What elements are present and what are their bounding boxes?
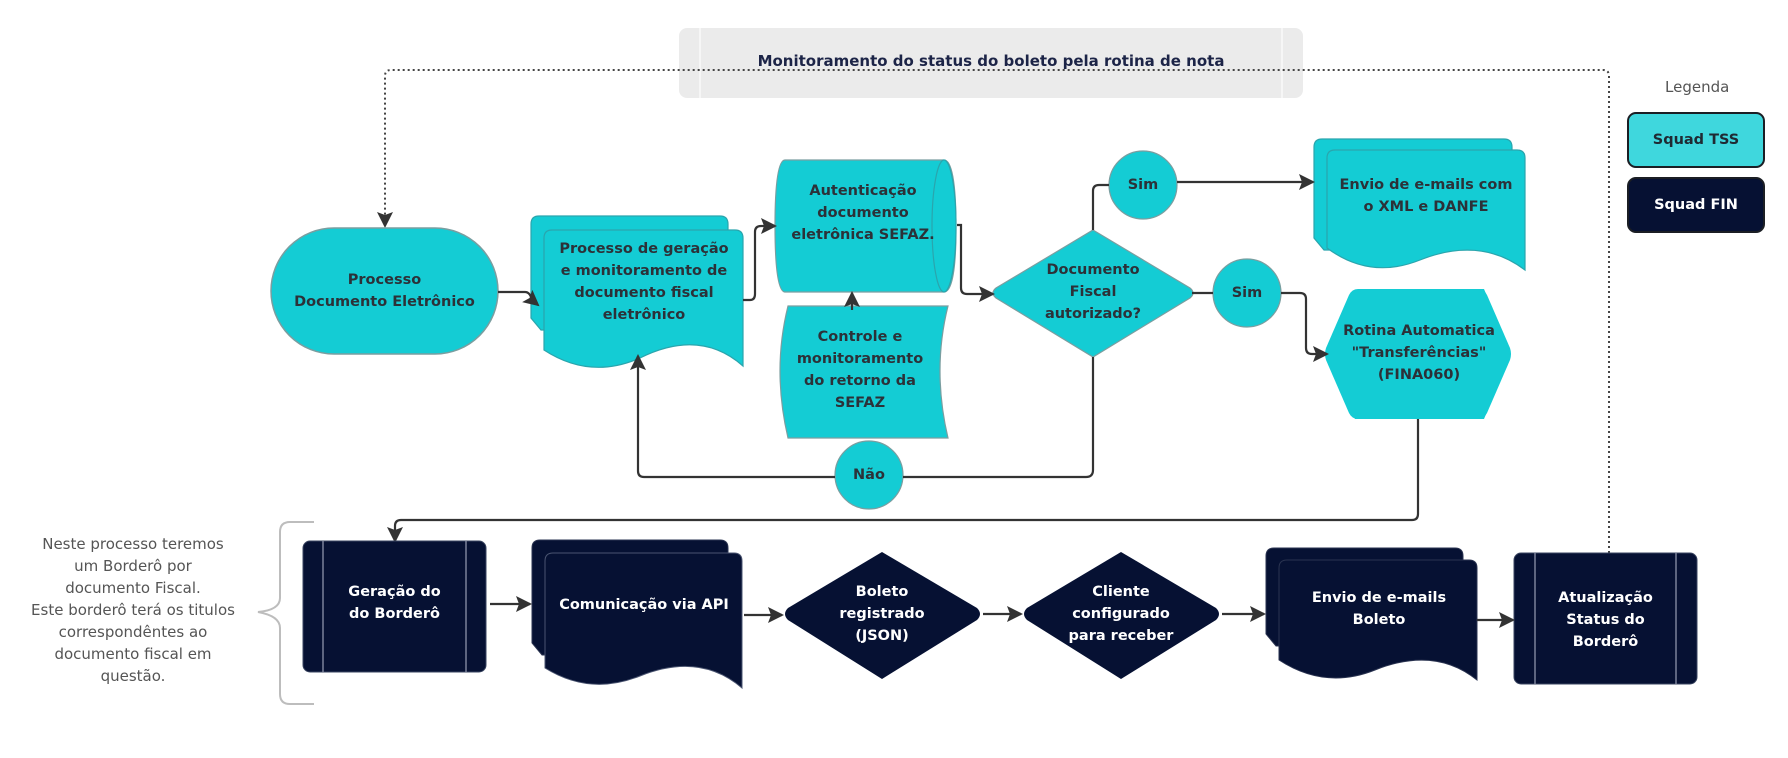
monitoring-dotted-connector[interactable] (377, 69, 1610, 553)
banner-background (679, 28, 1303, 98)
node-nao-shape[interactable] (834, 440, 904, 510)
node-processo-geracao-label: Processo de geração e monitoramento de d… (559, 241, 729, 323)
node-cliente-configurado-shape[interactable] (1024, 552, 1219, 679)
node-controle-label: Controle e monitoramento do retorno da S… (796, 329, 924, 411)
connector-rotina-to-bordero[interactable] (387, 419, 1420, 543)
node-controle-shape[interactable] (779, 305, 949, 439)
connector-processo-to-geracao[interactable] (498, 289, 540, 307)
process-note: Neste processo teremos um Borderô por do… (31, 535, 235, 685)
node-decisao-label: Documento Fiscal autorizado? (1044, 262, 1142, 322)
legend-item-squad-fin: Squad FIN (1627, 177, 1765, 233)
node-autenticacao-cap (931, 159, 957, 293)
connector-sim-mid-to-rotina[interactable] (1281, 291, 1329, 362)
legend-item-squad-tss: Squad TSS (1627, 112, 1765, 168)
connector-nao-to-geracao[interactable] (630, 354, 835, 479)
node-envio-boleto-label: Envio de e-mails Boleto (1311, 590, 1447, 628)
node-comunicacao-api-shape[interactable] (544, 552, 743, 690)
node-geracao-bordero-shape[interactable] (302, 540, 487, 673)
node-processo-documento-label: Processo Documento Eletrônico (294, 272, 475, 310)
connector-geracao-to-autenticacao[interactable] (743, 218, 777, 302)
node-sim-mid-label: Sim (1231, 285, 1263, 301)
node-rotina-hexagon[interactable] (1325, 289, 1511, 419)
node-envio-boleto-shape[interactable] (1278, 559, 1478, 682)
connector-decisao-to-sim-top[interactable] (1091, 183, 1109, 230)
node-rotina-label: Rotina Automatica "Transferências" (FINA… (1343, 323, 1495, 383)
node-processo-geracao-shape[interactable] (543, 229, 744, 368)
node-comunicacao-api-label: Comunicação via API (559, 597, 729, 613)
node-autenticacao-label: Autenticação documento eletrônica SEFAZ. (791, 183, 935, 243)
legend-title: Legenda (1665, 78, 1730, 96)
banner-title: Monitoramento do status do boleto pela r… (757, 52, 1225, 70)
node-sim-top-label: Sim (1127, 177, 1159, 193)
node-cliente-configurado-label: Cliente configurado para receber (1068, 584, 1174, 644)
node-envio-xml-shape[interactable] (1326, 149, 1526, 272)
node-boleto-registrado-shape[interactable] (785, 552, 980, 679)
node-nao-label: Não (853, 467, 885, 483)
connector-decisao-to-nao[interactable] (903, 357, 1095, 479)
node-envio-xml-label: Envio de e-mails com o XML e DANFE (1339, 177, 1513, 215)
node-geracao-bordero-label: Geração do do Borderô (348, 584, 441, 622)
node-atualizacao-status-label: Atualização Status do Borderô (1558, 590, 1653, 650)
connector-autenticacao-to-decisao[interactable] (957, 223, 995, 302)
node-boleto-registrado-label: Boleto registrado (JSON) (839, 584, 925, 644)
note-brace (257, 521, 314, 705)
